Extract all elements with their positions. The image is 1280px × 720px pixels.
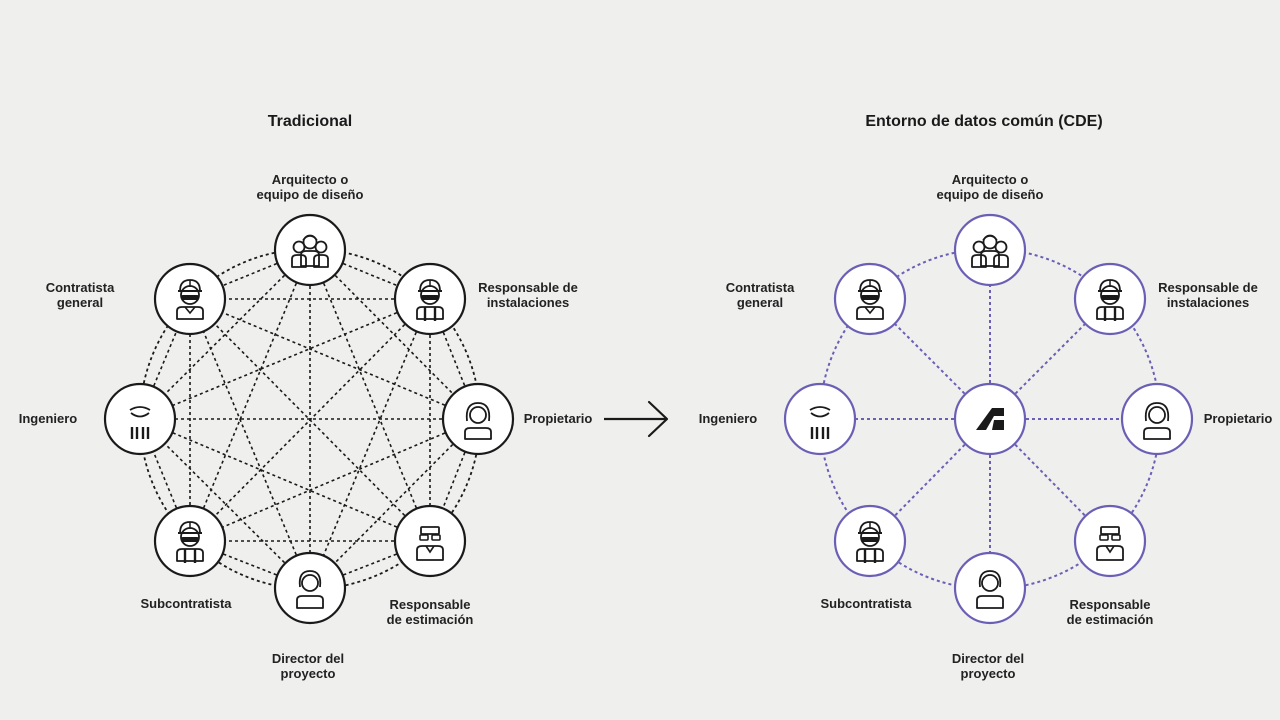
traditional-label-estimacion: Responsable de estimación — [386, 597, 474, 627]
estimator-glasses-icon — [416, 526, 444, 561]
cde-diagram — [783, 213, 1194, 625]
cde-node-subcontratista — [833, 504, 907, 578]
contractor-helmet-icon — [856, 279, 884, 320]
traditional-label-director: Director del proyecto — [271, 651, 345, 681]
traditional-node-circle — [273, 213, 347, 287]
traditional-connection — [309, 249, 431, 542]
traditional-node-ingeniero — [103, 382, 177, 456]
cde-node-arquitecto — [953, 213, 1027, 287]
traditional-connection — [139, 249, 311, 420]
cde-node-circle — [953, 213, 1027, 287]
traditional-node-contratista — [153, 262, 227, 336]
cde-label-estimacion: Responsable de estimación — [1066, 597, 1154, 627]
traditional-node-director — [273, 551, 347, 625]
cde-label-arquitecto: Arquitecto o equipo de diseño — [936, 172, 1044, 202]
traditional-label-subcontratista: Subcontratista — [140, 596, 232, 611]
traditional-node-subcontratista — [153, 504, 227, 578]
traditional-node-estimacion — [393, 504, 467, 578]
design-team-icon — [971, 234, 1009, 268]
arrow-right-icon — [604, 400, 669, 438]
worker-helmet-vest-icon — [416, 279, 444, 321]
cde-node-director — [953, 551, 1027, 625]
cde-node-instalaciones — [1073, 262, 1147, 336]
cde-spoke — [989, 298, 1111, 420]
subcontractor-helmet-icon — [856, 521, 884, 563]
traditional-connection — [189, 418, 479, 542]
cde-node-propietario — [1120, 382, 1194, 456]
cde-hub — [953, 382, 1027, 456]
traditional-connection — [189, 298, 431, 542]
cde-label-ingeniero: Ingeniero — [698, 411, 758, 426]
traditional-node-arquitecto — [273, 213, 347, 287]
worker-helmet-vest-icon — [1096, 279, 1124, 321]
traditional-connection — [139, 298, 431, 420]
cde-label-subcontratista: Subcontratista — [820, 596, 912, 611]
traditional-node-circle — [103, 382, 177, 456]
cde-spoke — [989, 418, 1111, 542]
cde-label-contratista: Contratista general — [725, 280, 795, 310]
traditional-connection — [189, 249, 311, 542]
cde-node-contratista — [833, 262, 907, 336]
cde-spoke — [869, 298, 991, 420]
contractor-helmet-icon — [176, 279, 204, 320]
traditional-connection — [139, 418, 311, 589]
traditional-node-circle — [393, 504, 467, 578]
cde-node-circle — [783, 382, 857, 456]
cde-title: Entorno de datos común (CDE) — [865, 113, 1103, 130]
traditional-label-instalaciones: Responsable de instalaciones — [478, 280, 578, 310]
cde-node-circle — [1073, 504, 1147, 578]
traditional-node-circle — [441, 382, 515, 456]
traditional-connection — [189, 298, 311, 589]
cde-node-ingeniero — [783, 382, 857, 456]
traditional-label-ingeniero: Ingeniero — [18, 411, 78, 426]
traditional-connection — [189, 298, 479, 420]
traditional-connection — [309, 418, 479, 589]
autodesk-logo-icon — [976, 408, 1004, 430]
project-director-icon — [296, 570, 324, 609]
traditional-title: Tradicional — [267, 113, 353, 130]
cde-spoke — [869, 418, 991, 542]
engineer-icon — [129, 406, 151, 439]
design-team-icon — [291, 234, 329, 268]
traditional-connection — [139, 418, 431, 542]
owner-woman-icon — [1143, 402, 1171, 440]
subcontractor-helmet-icon — [176, 521, 204, 563]
estimator-glasses-icon — [1096, 526, 1124, 561]
cde-label-director: Director del proyecto — [951, 651, 1025, 681]
traditional-label-propietario: Propietario — [523, 411, 593, 426]
traditional-diagram — [103, 213, 515, 625]
cde-node-circle — [953, 551, 1027, 625]
traditional-label-arquitecto: Arquitecto o equipo de diseño — [256, 172, 364, 202]
traditional-node-propietario — [441, 382, 515, 456]
cde-node-estimacion — [1073, 504, 1147, 578]
engineer-icon — [809, 406, 831, 439]
project-director-icon — [976, 570, 1004, 609]
traditional-connection — [309, 298, 431, 589]
owner-woman-icon — [464, 402, 492, 440]
cde-label-instalaciones: Responsable de instalaciones — [1158, 280, 1258, 310]
cde-label-propietario: Propietario — [1203, 411, 1273, 426]
traditional-connection — [309, 249, 479, 420]
cde-node-circle — [1120, 382, 1194, 456]
traditional-node-instalaciones — [393, 262, 467, 336]
traditional-label-contratista: Contratista general — [45, 280, 115, 310]
traditional-node-circle — [273, 551, 347, 625]
